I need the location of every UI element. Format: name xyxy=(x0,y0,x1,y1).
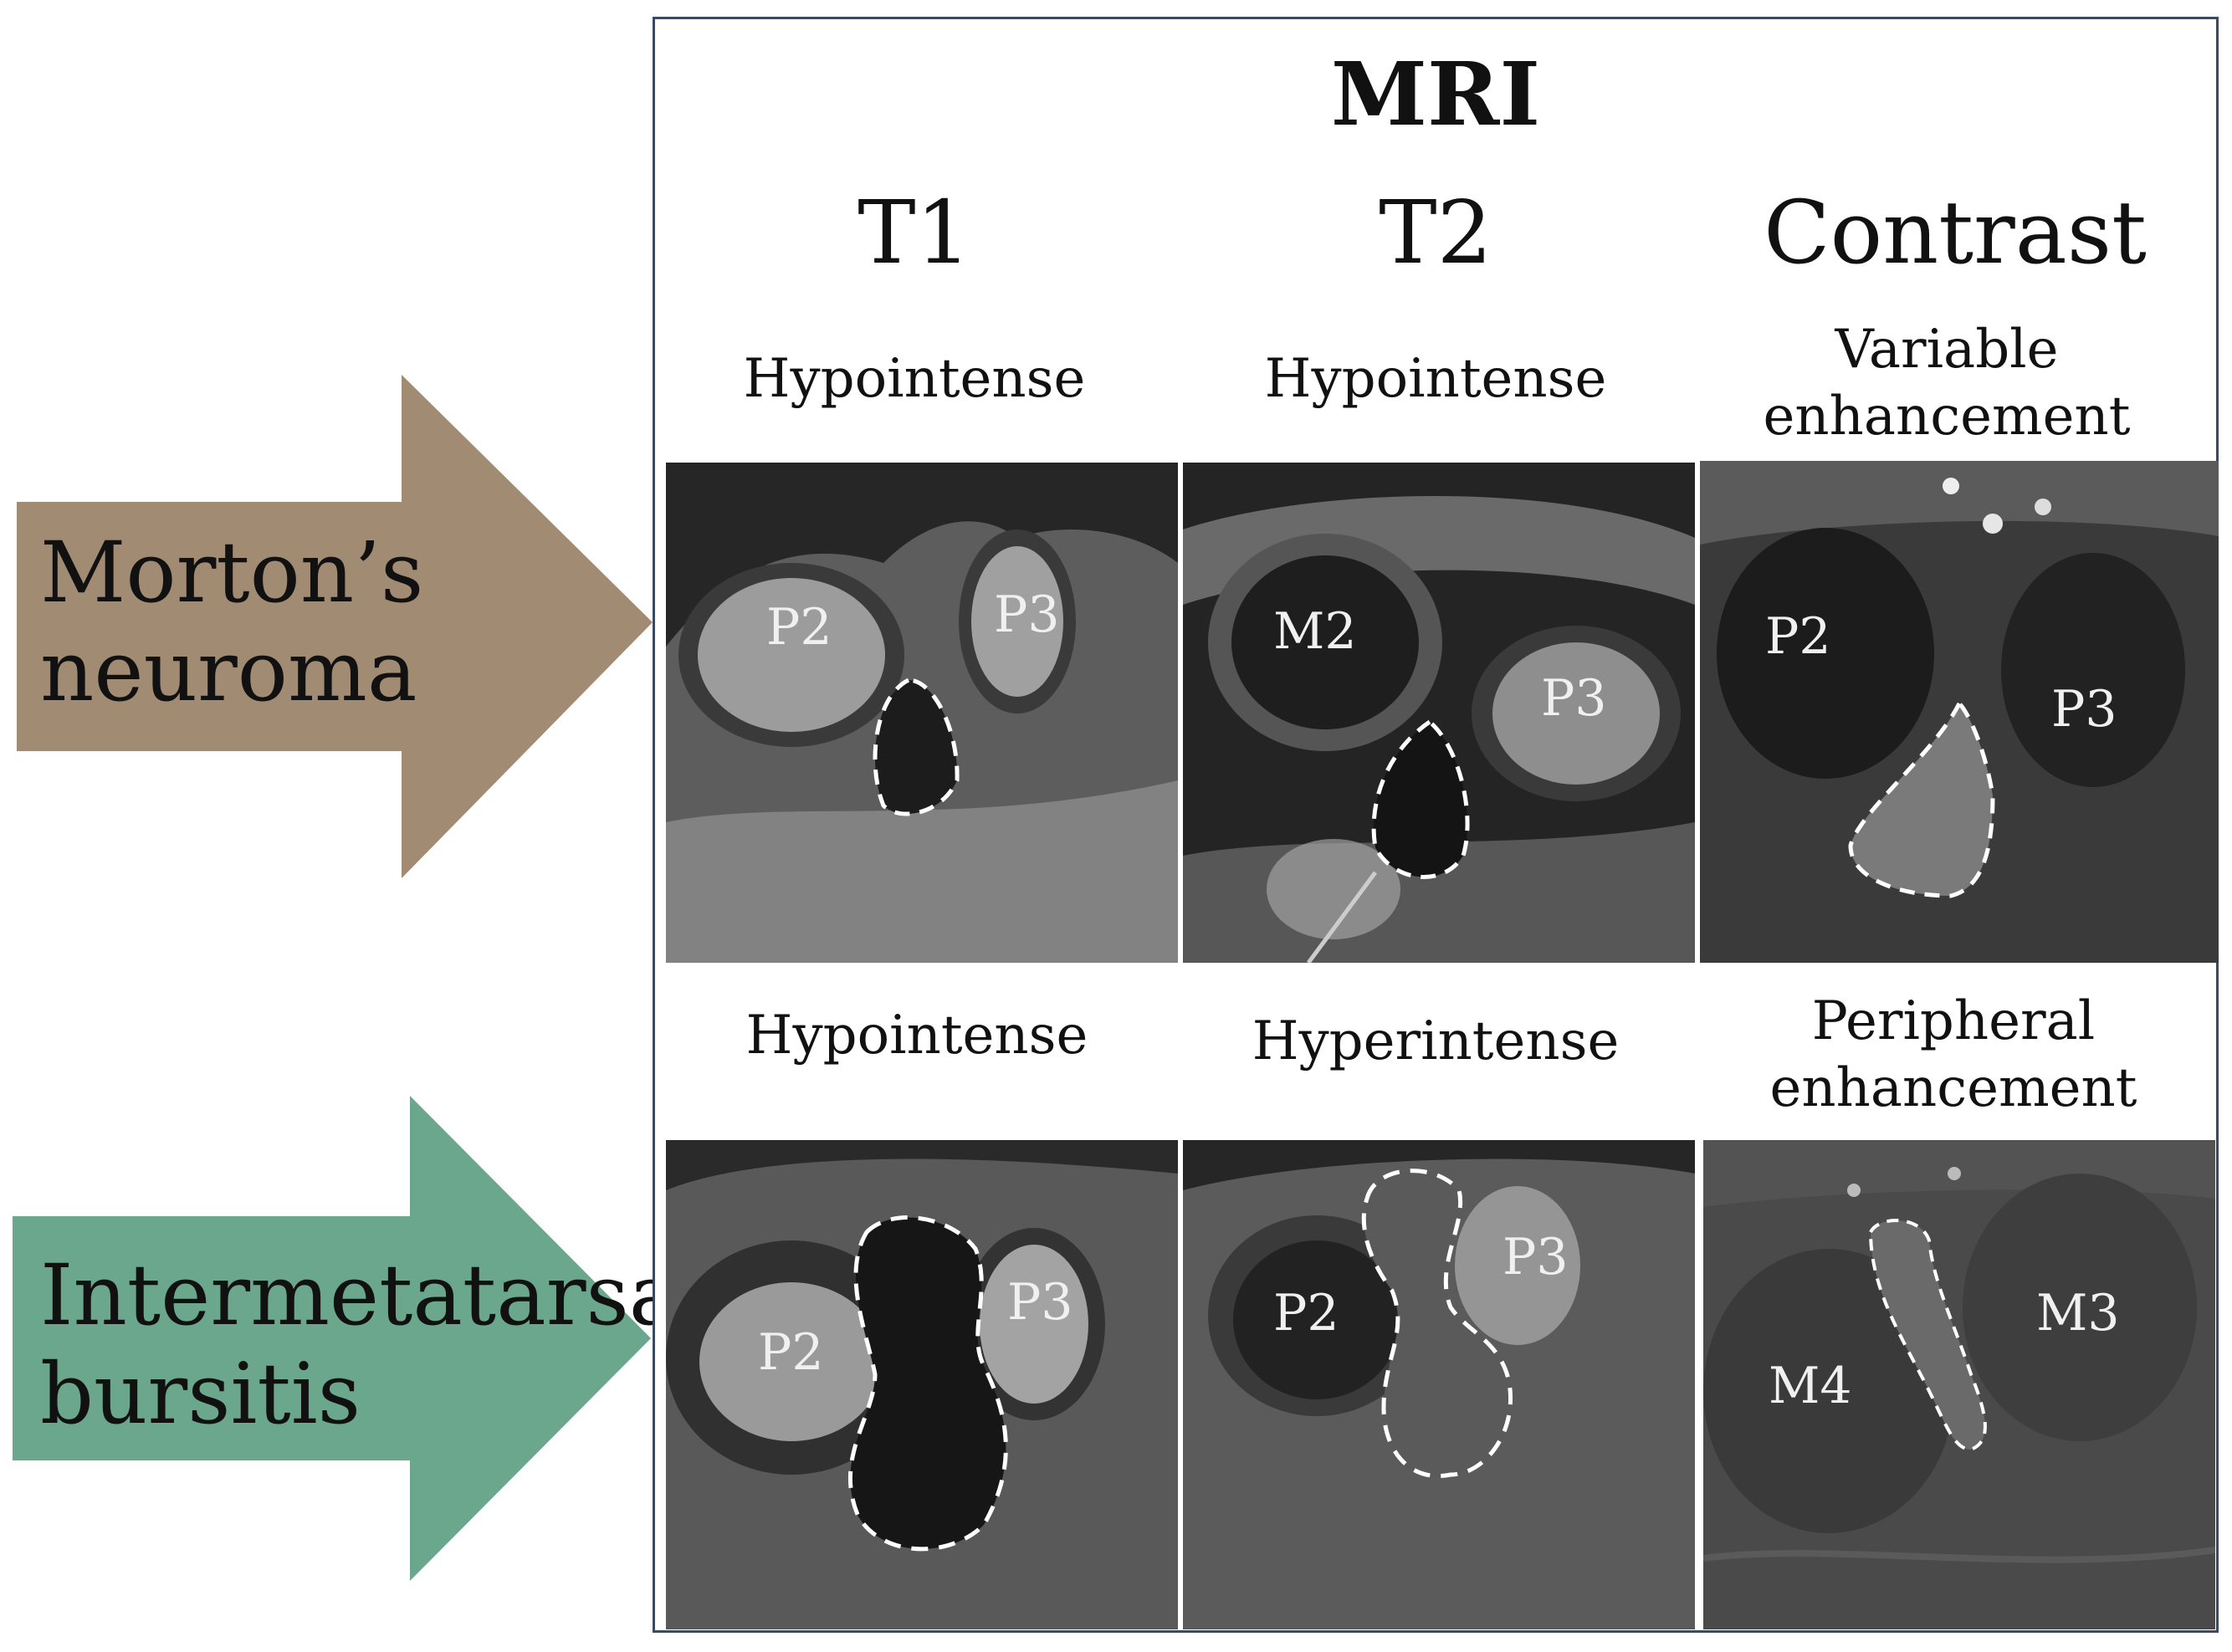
arrow-shape xyxy=(17,375,653,878)
image-label: M4 xyxy=(1769,1357,1852,1415)
desc-bursitis-t1: Hypointense xyxy=(745,1005,1088,1066)
column-header-contrast: Contrast xyxy=(1764,182,2147,284)
arrow-shape xyxy=(13,1096,651,1581)
image-label: P2 xyxy=(766,598,832,657)
desc-bursitis-contrast: Peripheral enhancement xyxy=(1769,990,2137,1119)
desc-mortons-contrast: Variable enhancement xyxy=(1763,319,2131,448)
mri-panel: MRI T1 T2 Contrast Hypointense Hypointen… xyxy=(653,17,2219,1633)
row-label-mortons-neuroma: Morton’s neuroma xyxy=(40,524,424,720)
image-label: P2 xyxy=(1273,1284,1339,1343)
panel-title: MRI xyxy=(1330,43,1541,146)
mri-image-bursitis-t2: P2 P3 xyxy=(1183,1140,1695,1629)
image-label: P2 xyxy=(758,1323,824,1382)
column-header-t1: T1 xyxy=(857,182,971,284)
mri-image-bursitis-contrast: M4 M3 xyxy=(1703,1140,2215,1629)
image-label: M2 xyxy=(1273,602,1357,661)
image-label: P3 xyxy=(994,586,1060,644)
mri-image-mortons-contrast: P2 P3 xyxy=(1700,461,2219,963)
image-label: P3 xyxy=(1503,1228,1569,1286)
image-label: P3 xyxy=(1007,1273,1073,1332)
mri-image-mortons-t1: P2 P3 xyxy=(666,463,1178,963)
desc-mortons-t1: Hypointense xyxy=(743,348,1086,410)
intermetatarsal-bursitis-arrow xyxy=(0,1096,661,1581)
desc-bursitis-t2: Hyperintense xyxy=(1252,1010,1620,1072)
image-label: P2 xyxy=(1765,607,1831,666)
image-label: P3 xyxy=(1541,669,1607,728)
row-label-intermetatarsal-bursitis: Intermetatarsal bursitis xyxy=(40,1246,706,1443)
image-label: P3 xyxy=(2051,680,2117,739)
desc-mortons-t2: Hypointense xyxy=(1264,348,1607,410)
column-header-t2: T2 xyxy=(1379,182,1492,284)
mortons-neuroma-arrow xyxy=(0,375,661,878)
mri-image-bursitis-t1: P2 P3 xyxy=(666,1140,1178,1629)
image-label: M3 xyxy=(2036,1284,2120,1343)
mri-image-mortons-t2: M2 P3 xyxy=(1183,463,1695,963)
